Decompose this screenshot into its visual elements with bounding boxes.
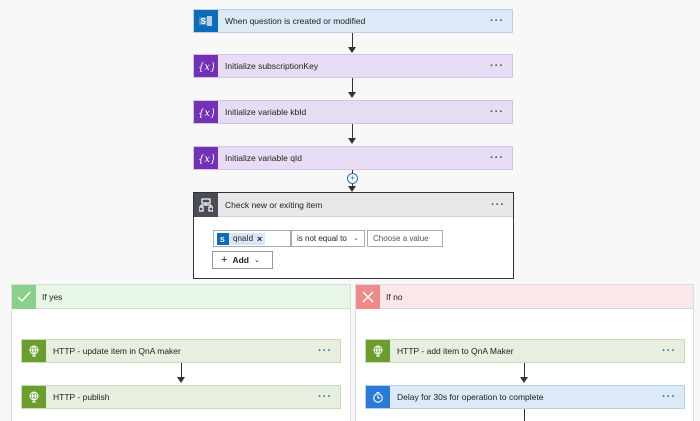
step-title: Initialize subscriptionKey [225,61,319,71]
operator-value: is not equal to [297,234,347,243]
sharepoint-icon: S [194,10,218,32]
svg-text:S: S [220,237,225,243]
branch-label: If no [386,291,403,302]
step-initialize-variable-kbid[interactable]: {x} Initialize variable kbId ··· [193,100,513,124]
step-title: Initialize variable qId [225,153,303,163]
variable-icon: {x} [194,55,218,77]
more-options-button[interactable]: ··· [318,391,332,403]
more-options-button[interactable]: ··· [490,152,504,164]
globe-icon [22,386,46,408]
svg-text:S: S [201,17,207,26]
action-title: HTTP - publish [53,392,110,402]
globe-icon [22,340,46,362]
branch-label: If yes [42,291,63,302]
dynamic-content-token[interactable]: S qnaId × [217,232,266,245]
connector-arrow [352,33,353,47]
connector-arrowhead [348,92,356,98]
trigger-title: When question is created or modified [225,16,366,26]
chevron-down-icon: ⌄ [353,235,359,242]
condition-title: Check new or exiting item [225,199,323,210]
svg-text:{x}: {x} [198,154,214,164]
connector-arrowhead [177,377,185,383]
connector-arrow [352,124,353,138]
action-title: Delay for 30s for operation to complete [397,392,544,402]
insert-step-button[interactable]: + [347,173,358,184]
condition-value-input[interactable]: Choose a value [367,230,443,247]
step-title: Initialize variable kbId [225,107,307,117]
more-options-button[interactable]: ··· [662,391,676,403]
branch-header-no[interactable]: If no [356,284,693,309]
action-http-add-item[interactable]: HTTP - add item to QnA Maker ··· [365,339,685,363]
action-title: HTTP - update item in QnA maker [53,346,181,356]
chevron-down-icon: ⌄ [253,257,260,264]
step-initialize-variable-qid[interactable]: {x} Initialize variable qId ··· [193,146,513,170]
action-http-update-item[interactable]: HTTP - update item in QnA maker ··· [21,339,341,363]
check-icon [12,284,36,309]
connector-arrowhead [348,186,356,192]
action-delay[interactable]: Delay for 30s for operation to complete … [365,385,685,409]
remove-token-button[interactable]: × [257,233,263,244]
variable-icon: {x} [194,147,218,169]
token-label: qnaId [233,234,254,243]
cross-icon [356,284,380,309]
add-label: Add [232,255,249,265]
svg-text:{x}: {x} [198,108,214,118]
more-options-button[interactable]: ··· [662,345,676,357]
connector-arrowhead [348,47,356,53]
action-title: HTTP - add item to QnA Maker [397,346,514,356]
svg-text:{x}: {x} [198,62,214,72]
plus-icon: + [221,254,228,266]
clock-icon [366,386,390,408]
connector-arrowhead [348,138,356,144]
condition-left-operand[interactable]: S qnaId × [213,230,291,247]
variable-icon: {x} [194,101,218,123]
condition-card[interactable]: Check new or exiting item ··· S qnaId × … [193,192,514,279]
step-initialize-subscriptionkey[interactable]: {x} Initialize subscriptionKey ··· [193,54,513,78]
operator-select[interactable]: is not equal to ⌄ [291,230,365,247]
add-condition-button[interactable]: + Add ⌄ [212,251,273,269]
branch-header-yes[interactable]: If yes [12,284,350,309]
action-http-publish[interactable]: HTTP - publish ··· [21,385,341,409]
connector-arrow [524,409,525,421]
condition-header[interactable]: Check new or exiting item ··· [194,192,513,217]
more-options-button[interactable]: ··· [491,198,505,211]
trigger-card[interactable]: S When question is created or modified ·… [193,9,513,33]
more-options-button[interactable]: ··· [490,106,504,118]
more-options-button[interactable]: ··· [318,345,332,357]
connector-arrow [181,363,182,377]
more-options-button[interactable]: ··· [490,60,504,72]
sharepoint-icon: S [217,232,229,245]
connector-arrowhead [520,377,528,383]
connector-arrow [352,78,353,92]
connector-arrow [524,363,525,377]
globe-icon [366,340,390,362]
condition-icon [194,192,218,217]
more-options-button[interactable]: ··· [490,15,504,27]
